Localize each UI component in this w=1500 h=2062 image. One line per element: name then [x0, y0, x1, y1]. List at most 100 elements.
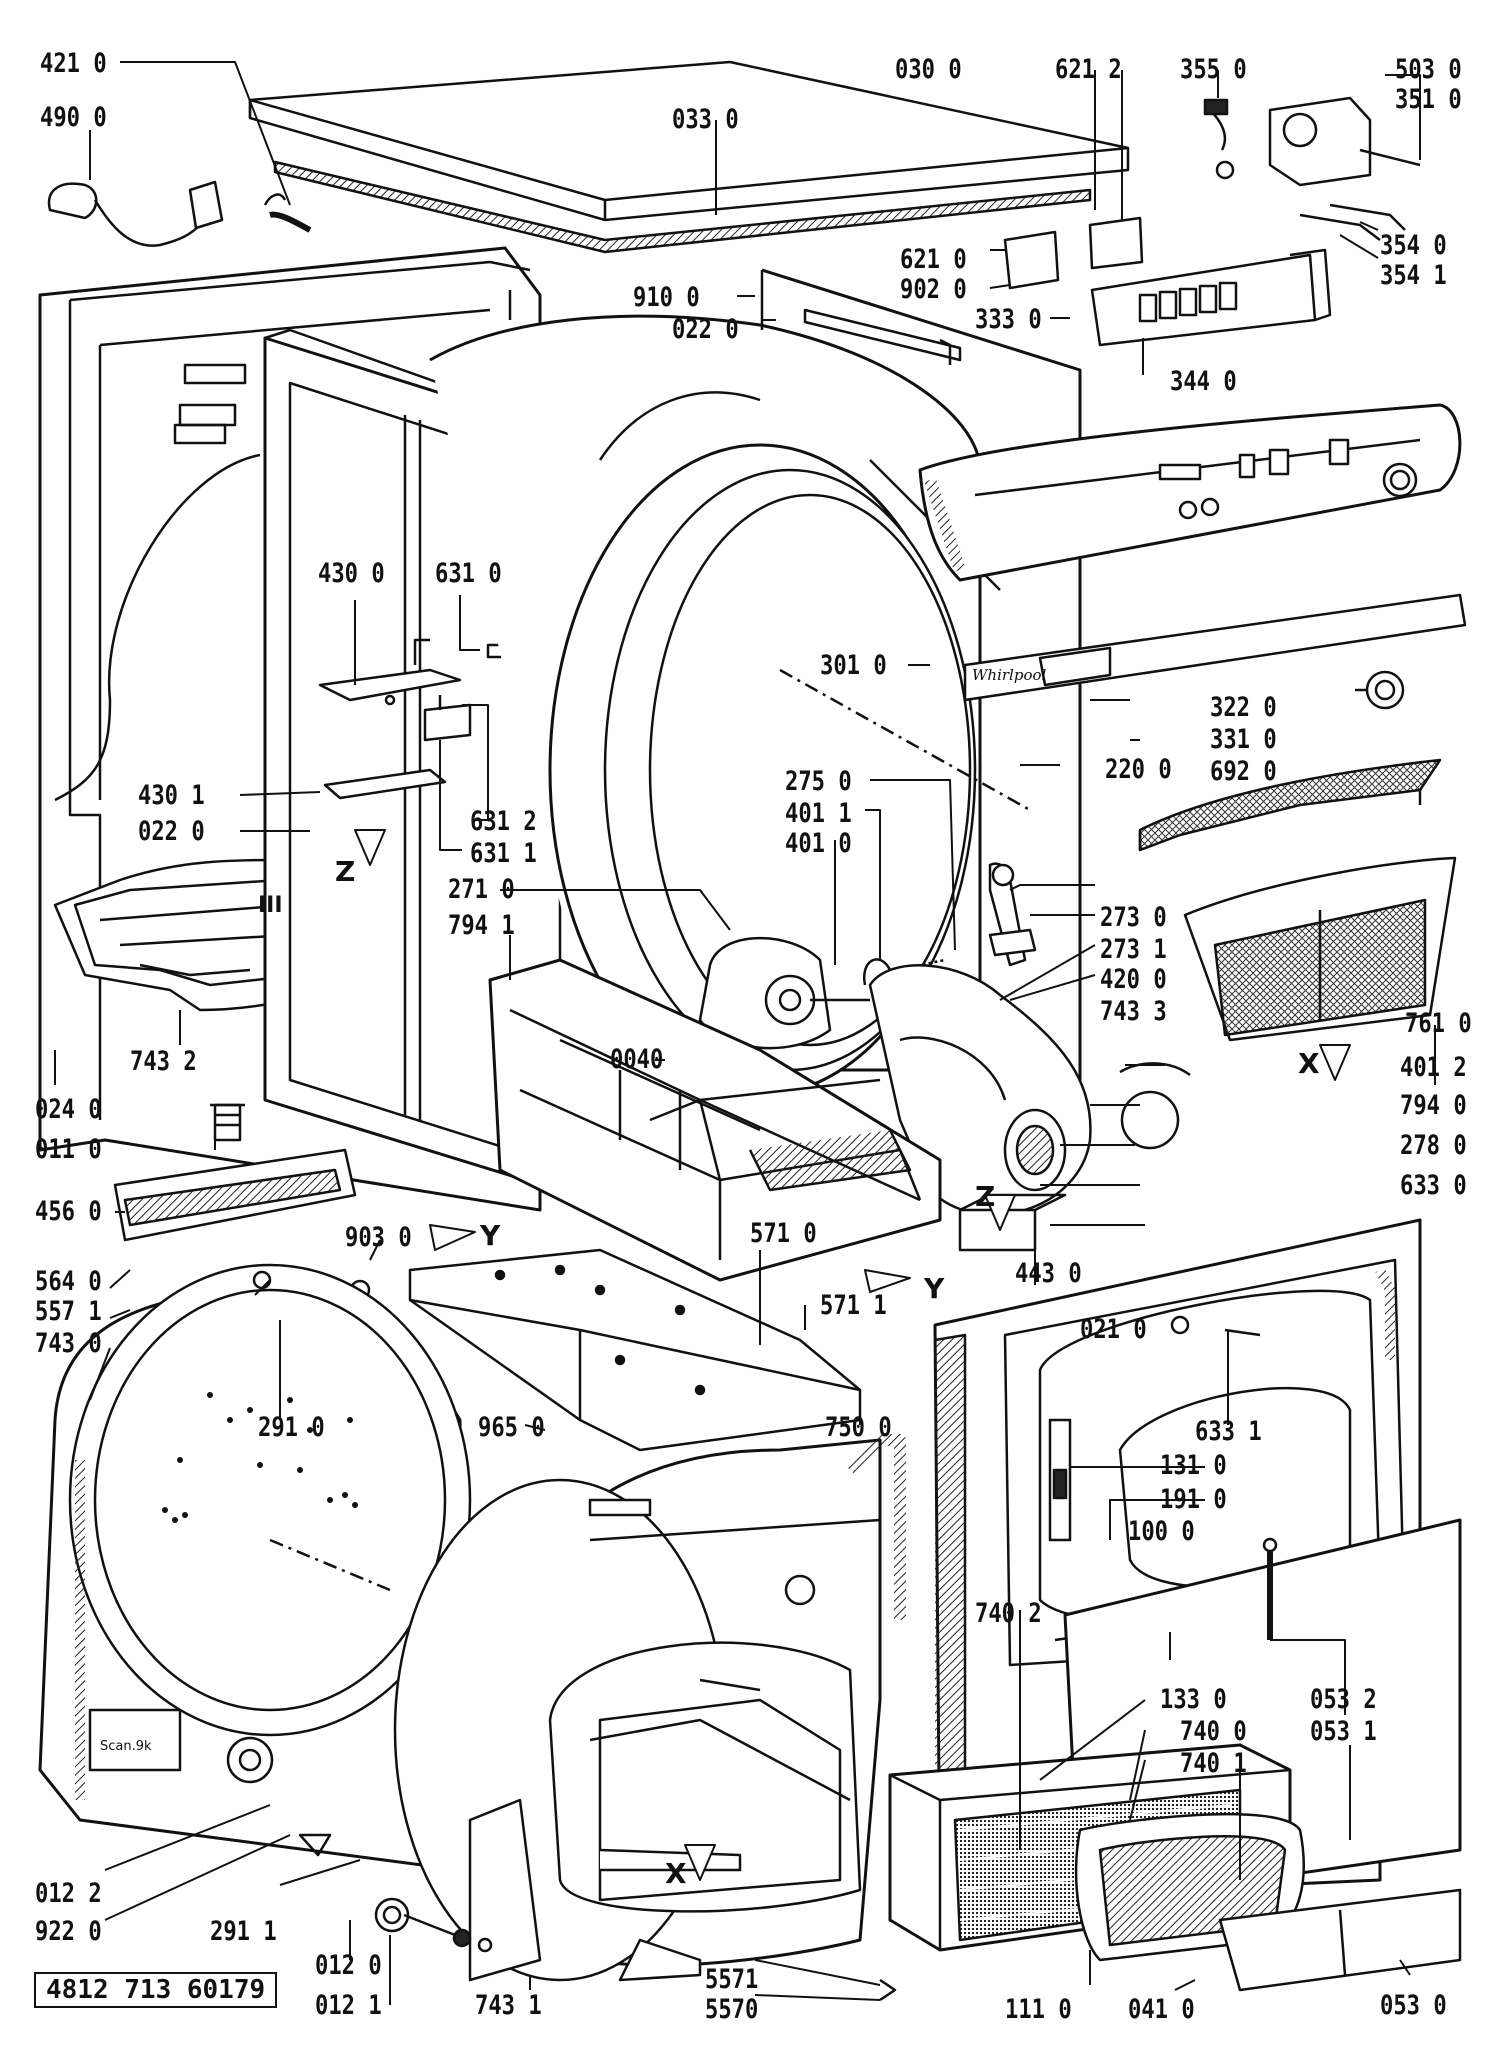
callout-490-0: 490 0: [40, 102, 107, 133]
callout-430-0: 430 0: [318, 558, 385, 589]
power-cord: [47, 180, 312, 247]
callout-421-0: 421 0: [40, 48, 107, 79]
rear-bulkhead: [38, 1263, 472, 1872]
callout-053-0: 053 0: [1380, 1990, 1447, 2021]
callout-220-0: 220 0: [1105, 754, 1172, 785]
control-console: [918, 403, 1462, 582]
brand-mark: Whirlpool: [972, 666, 1047, 684]
callout-430-1: 430 1: [138, 780, 205, 811]
callout-041-0: 041 0: [1128, 1994, 1195, 2025]
callout-355-0: 355 0: [1180, 54, 1247, 85]
idler-assembly: [862, 862, 1191, 1150]
lint-filter: [1138, 758, 1457, 1042]
view-marker-x-lower: X: [665, 1857, 687, 1890]
front-fascia: [963, 593, 1467, 710]
view-marker-y-right: Y: [924, 1272, 945, 1305]
callout-022-0-left: 022 0: [138, 816, 205, 847]
switch-assembly: [318, 638, 508, 800]
base-duct: [488, 958, 1067, 1282]
callout-131-0: 131 0: [1160, 1450, 1227, 1481]
view-marker-x-right: X: [1298, 1047, 1320, 1080]
drum: [429, 314, 1031, 1097]
leader-lines: [54, 61, 1436, 2005]
callout-743-0: 743 0: [35, 1328, 102, 1359]
callout-557-1b: 5571: [705, 1964, 759, 1995]
callout-571-0: 571 0: [750, 1218, 817, 1249]
control-board: [1003, 216, 1332, 347]
callout-021-0: 021 0: [1080, 1314, 1147, 1345]
callout-740-1: 740 1: [1180, 1748, 1247, 1779]
callout-750-0: 750 0: [825, 1412, 892, 1443]
view-arrows: [354, 829, 1351, 1881]
callout-351-0: 351 0: [1395, 84, 1462, 115]
filter-drawer: [888, 1743, 1462, 1992]
callout-011-0: 011 0: [35, 1134, 102, 1165]
callout-191-0: 191 0: [1160, 1484, 1227, 1515]
callout-004-0: 0040: [610, 1044, 664, 1075]
callout-100-0: 100 0: [1128, 1516, 1195, 1547]
callout-743-1: 743 1: [475, 1990, 542, 2021]
callout-557-0: 5570: [705, 1994, 759, 2025]
view-marker-z-lower: Z: [975, 1180, 996, 1213]
callout-273-1: 273 1: [1100, 934, 1167, 965]
callout-794-1: 794 1: [448, 910, 515, 941]
callout-401-2: 401 2: [1400, 1052, 1467, 1083]
callout-443-0: 443 0: [1015, 1258, 1082, 1289]
callout-743-3: 743 3: [1100, 996, 1167, 1027]
callout-692-0: 692 0: [1210, 756, 1277, 787]
top-cover: [248, 60, 1130, 254]
callout-420-0: 420 0: [1100, 964, 1167, 995]
callout-922-0: 922 0: [35, 1916, 102, 1947]
view-marker-iii: III: [258, 893, 283, 918]
callout-278-0: 278 0: [1400, 1130, 1467, 1161]
part-markings: Whirlpool Scan.9k: [100, 666, 1047, 1754]
callout-621-0: 621 0: [900, 244, 967, 275]
callout-012-2: 012 2: [35, 1878, 102, 1909]
callout-344-0: 344 0: [1170, 366, 1237, 397]
callout-012-0: 012 0: [315, 1950, 382, 1981]
callout-275-0: 275 0: [785, 766, 852, 797]
callout-503-0: 503 0: [1395, 54, 1462, 85]
callout-965-0: 965 0: [478, 1412, 545, 1443]
callout-111-0: 111 0: [1005, 1994, 1072, 2025]
hinge-bar: [113, 1103, 357, 1242]
callout-401-1: 401 1: [785, 798, 852, 829]
callout-740-0: 740 0: [1180, 1716, 1247, 1747]
callout-053-2: 053 2: [1310, 1684, 1377, 1715]
callout-903-0: 903 0: [345, 1222, 412, 1253]
callout-331-0: 331 0: [1210, 724, 1277, 755]
callout-273-0: 273 0: [1100, 902, 1167, 933]
callout-022-0-top: 022 0: [672, 314, 739, 345]
timer-and-thermostat: [1203, 96, 1421, 241]
callout-564-0: 564 0: [35, 1266, 102, 1297]
callout-633-0: 633 0: [1400, 1170, 1467, 1201]
callout-633-1: 633 1: [1195, 1416, 1262, 1447]
callout-024-0: 024 0: [35, 1094, 102, 1125]
base-tag: Scan.9k: [100, 1739, 152, 1754]
callout-631-2: 631 2: [470, 806, 537, 837]
callout-053-1: 053 1: [1310, 1716, 1377, 1747]
callout-794-0: 794 0: [1400, 1090, 1467, 1121]
callout-456-0: 456 0: [35, 1196, 102, 1227]
callout-271-0: 271 0: [448, 874, 515, 905]
callout-571-1: 571 1: [820, 1290, 887, 1321]
callout-033-0: 033 0: [672, 104, 739, 135]
callout-621-2: 621 2: [1055, 54, 1122, 85]
callout-030-0: 030 0: [895, 54, 962, 85]
callout-291-1: 291 1: [210, 1916, 277, 1947]
document-number: 4812 713 60179: [34, 1972, 278, 2008]
callout-301-0: 301 0: [820, 650, 887, 681]
callout-333-0: 333 0: [975, 304, 1042, 335]
callout-012-1: 012 1: [315, 1990, 382, 2021]
callout-354-1: 354 1: [1380, 260, 1447, 291]
view-marker-y-left: Y: [480, 1219, 501, 1252]
callout-291-0: 291 0: [258, 1412, 325, 1443]
callout-743-2: 743 2: [130, 1046, 197, 1077]
callout-910-0: 910 0: [633, 282, 700, 313]
front-bulkhead: [393, 1434, 906, 1982]
callout-322-0: 322 0: [1210, 692, 1277, 723]
bearing-plate: [349, 1248, 862, 1452]
view-marker-z-upper: Z: [335, 855, 356, 888]
